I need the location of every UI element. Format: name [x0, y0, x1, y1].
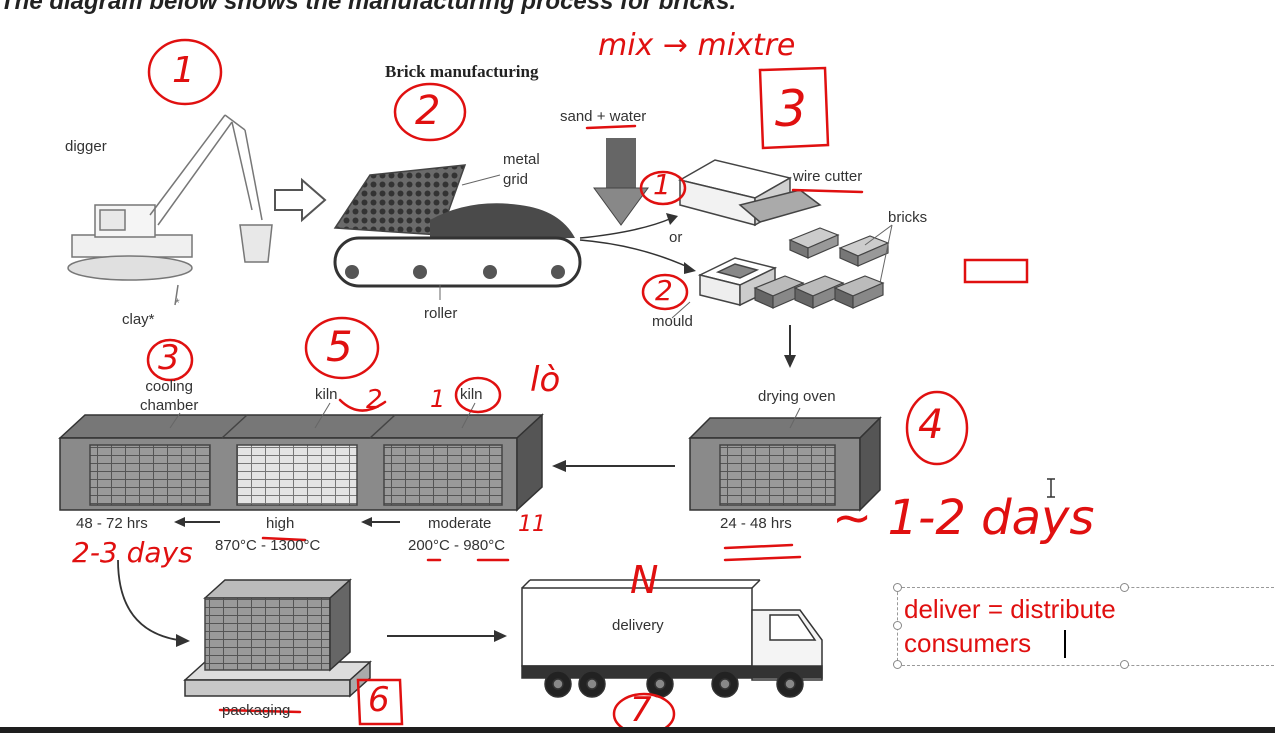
wire-cutter-bricks [788, 227, 890, 267]
label-packaging: packaging [222, 702, 291, 719]
annotation-sub1: 1 [653, 168, 671, 201]
resize-handle-top-left[interactable] [893, 583, 902, 592]
digger-illustration [67, 114, 273, 306]
label-clay: clay* [122, 311, 155, 328]
annotation-step3: 3 [775, 80, 807, 138]
resize-handle-top-middle[interactable] [1120, 583, 1129, 592]
label-wire-cutter: wire cutter [793, 168, 863, 185]
kiln-illustration [58, 413, 544, 512]
annotation-cooling-3: 3 [158, 338, 180, 378]
annotation-lo: lò [530, 360, 561, 400]
ibeam-cursor-icon [1047, 478, 1055, 498]
label-or: or [669, 229, 683, 246]
label-drying-oven: drying oven [758, 388, 836, 405]
annotation-step4: 4 [918, 402, 944, 448]
handwritten-annotations [146, 38, 1029, 733]
label-moderate-temp: 200°C - 980°C [408, 537, 506, 554]
page-title: The diagram below shows the manufacturin… [0, 0, 737, 15]
annotation-two-three-days: 2-3 days [72, 536, 193, 569]
annotation-truck-mark: N [630, 558, 659, 602]
label-delivery: delivery [612, 617, 664, 634]
sand-water-arrow [593, 138, 649, 226]
label-kiln-high: kiln [315, 386, 338, 403]
label-bricks: bricks [888, 209, 928, 226]
label-cooling-time: 48 - 72 hrs [76, 515, 148, 532]
resize-handle-bottom-middle[interactable] [1120, 660, 1129, 669]
annotation-kiln-2: 2 [366, 385, 383, 415]
label-high: high [266, 515, 295, 532]
label-drying-time: 24 - 48 hrs [720, 515, 792, 532]
label-moderate: moderate [428, 515, 492, 532]
wire-cutter-illustration [677, 159, 822, 227]
annotation-moderate-mark: 11 [518, 512, 546, 537]
annotation-step7: 7 [630, 690, 652, 730]
textbox-line-2[interactable]: consumers [904, 628, 1032, 658]
annotation-sub2: 2 [655, 274, 673, 307]
mould-bricks [753, 275, 885, 309]
label-mould: mould [652, 313, 693, 330]
label-metal-grid: metal grid [503, 151, 540, 188]
svg-text:*: * [175, 296, 180, 310]
annotation-one-two-days: ~ 1-2 days [832, 490, 1095, 546]
label-cooling-chamber: cooling chamber [140, 378, 199, 414]
label-digger: digger [65, 138, 107, 155]
label-roller: roller [424, 305, 458, 322]
annotation-step1: 1 [172, 50, 195, 91]
annotation-mix: mix → mixtre [598, 28, 796, 63]
delivery-truck-illustration [521, 579, 823, 698]
window-bottom-bar [0, 727, 1275, 733]
annotation-step6: 6 [368, 680, 390, 720]
label-sand-water: sand + water [560, 108, 647, 125]
text-cursor [1064, 630, 1066, 658]
annotation-text-box[interactable]: deliver = distribute consumers [897, 587, 1274, 666]
process-arrow [274, 177, 327, 223]
label-kiln-moderate: kiln [460, 386, 483, 403]
drying-oven-illustration [688, 416, 882, 512]
textbox-line-1[interactable]: deliver = distribute [904, 594, 1116, 624]
metal-grid-conveyor [333, 164, 582, 300]
resize-handle-middle-left[interactable] [893, 621, 902, 630]
annotation-step5: 5 [326, 322, 353, 371]
resize-handle-bottom-left[interactable] [893, 660, 902, 669]
label-high-temp: 870°C - 1300°C [215, 537, 321, 554]
annotation-step2: 2 [415, 88, 441, 134]
annotation-kiln-1: 1 [430, 385, 446, 413]
packaging-illustration [183, 578, 372, 698]
diagram-title: Brick manufacturing [385, 62, 539, 81]
